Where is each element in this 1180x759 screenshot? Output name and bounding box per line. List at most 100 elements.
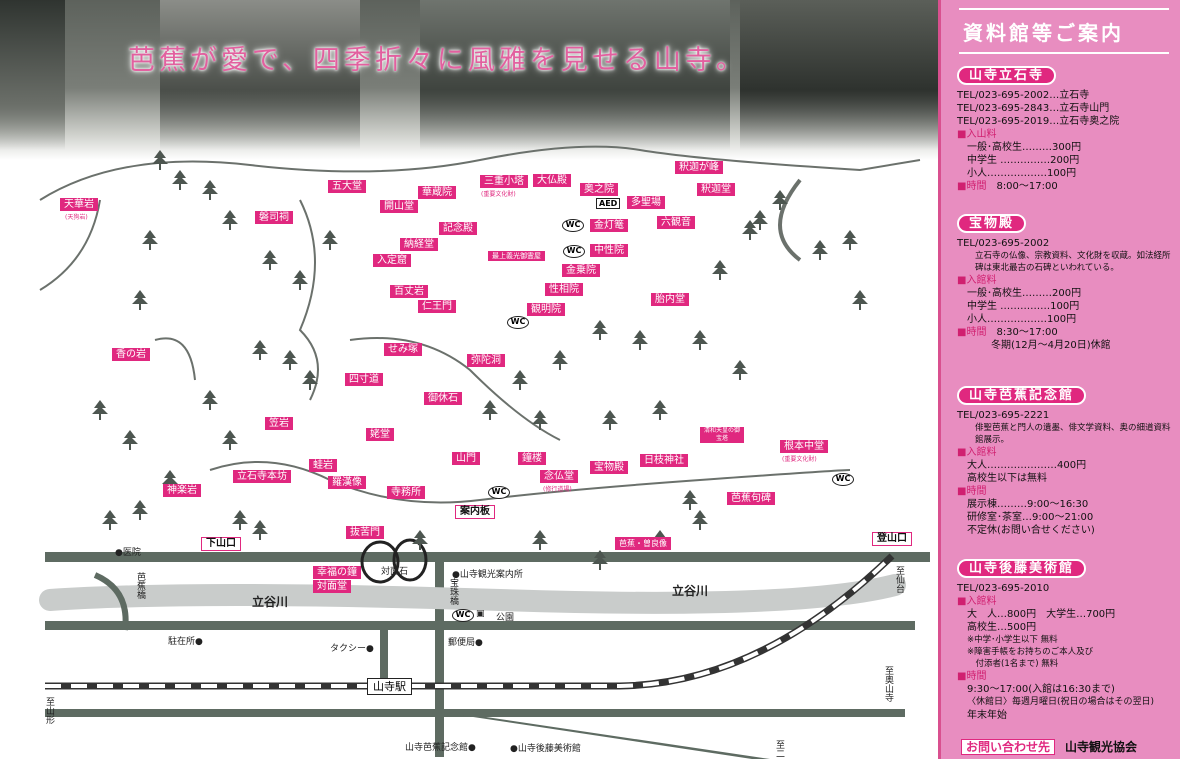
label-bakkumon: 抜苦門 <box>346 526 384 539</box>
taimen-rock <box>392 538 428 582</box>
tree-icon <box>202 180 218 200</box>
fee: 大人…………………400円 <box>967 460 1087 471</box>
panel-title: 資料館等ご案内 <box>963 21 1124 45</box>
label-godaido: 五大堂 <box>328 180 366 193</box>
closed-note: 〈休館日〉毎週月曜日(祝日の場合はその翌日) <box>967 697 1155 707</box>
label-shakado: 釈迦堂 <box>697 183 735 196</box>
label-jimusho: 寺務所 <box>387 486 425 499</box>
tree-icon <box>742 220 758 240</box>
tree-icon <box>532 530 548 550</box>
sign-gezanguchi: 下山口 <box>201 537 241 551</box>
tree-icon <box>322 230 338 250</box>
fee-label: ■入館料 <box>957 275 997 286</box>
tree-icon <box>282 350 298 370</box>
road <box>45 709 905 717</box>
tree-icon <box>222 430 238 450</box>
river-label: 立谷川 <box>252 595 289 609</box>
label-kaisando: 開山堂 <box>380 200 418 213</box>
wc-icon: WC <box>562 219 584 232</box>
note: ※障害手帳をお持ちのご本人及び <box>967 647 1094 657</box>
tree-icon <box>852 290 868 310</box>
road <box>440 712 770 759</box>
taimen-rock <box>360 540 400 584</box>
label-shoro: 鐘楼 <box>518 452 546 465</box>
tree-icon <box>592 320 608 340</box>
label-koufuku: 幸福の鐘 <box>313 566 361 579</box>
label-kasaiwa: 笠岩 <box>265 417 293 430</box>
tree-icon <box>302 370 318 390</box>
river <box>39 574 906 614</box>
label-shisundo: 四寸道 <box>345 373 383 386</box>
tel: TEL/023-695-2002…立石寺 <box>957 90 1090 101</box>
cliff-line <box>39 199 101 291</box>
fee: 小人………………100円 <box>967 168 1077 179</box>
label-kinenden: 記念殿 <box>439 222 477 235</box>
section-goto-museum: 山寺後藤美術館 TEL/023-695-2010 ■入館料 大 人…800円 大… <box>957 559 1173 722</box>
label-kintoro: 金灯篭 <box>590 219 628 232</box>
wc-icon: WC <box>507 316 529 329</box>
label-kaeruiwa: 蛙岩 <box>309 459 337 472</box>
direction-futakuchi: 至二 <box>774 740 784 758</box>
place-goto-museum: ●山寺後藤美術館 <box>510 744 581 754</box>
section-title: 山寺芭蕉記念館 <box>957 386 1087 405</box>
tree-icon <box>132 290 148 310</box>
place-iin: ●医院 <box>115 548 141 558</box>
tree-icon <box>152 150 168 170</box>
sign-annaiban: 案内板 <box>455 505 495 519</box>
place-kanko: ●山寺観光案内所 <box>452 570 523 580</box>
river-label: 立谷川 <box>672 584 709 598</box>
label-chushoin: 中性院 <box>590 244 628 257</box>
tree-icon <box>812 240 828 260</box>
description: 立石寺の仏像、宗教資料、文化財を収蔵。如法経所碑は東北最古の石碑といわれている。 <box>975 251 1171 273</box>
time: 不定休(お問い合せください) <box>967 525 1095 536</box>
photo-banner: 芭蕉が愛で、四季折々に風雅を見せる山寺。 <box>0 0 938 160</box>
label-tenge-sub: (天狗岩) <box>65 214 88 221</box>
label-semizuka: せみ塚 <box>384 343 422 356</box>
place-chuzaisho: 駐在所● <box>168 637 203 647</box>
tree-icon <box>752 210 768 230</box>
section-homotsuden: 宝物殿 TEL/023-695-2002 立石寺の仏像、宗教資料、文化財を収蔵。… <box>957 214 1173 352</box>
fee: 大 人…800円 大学生…700円 <box>967 609 1116 620</box>
tree-icon <box>262 250 278 270</box>
contact-org: 山寺観光協会 <box>1065 740 1138 754</box>
tree-icon <box>592 550 608 570</box>
info-panel: 資料館等ご案内 山寺立石寺 TEL/023-695-2002…立石寺 TEL/0… <box>938 0 1180 759</box>
label-rakan: 羅漢像 <box>328 476 366 489</box>
place-basho-museum: 山寺芭蕉記念館● <box>405 743 476 753</box>
fee: 小人………………100円 <box>967 314 1077 325</box>
place-taimenseki: 対面石 <box>381 567 409 577</box>
label-sanju-sub: (重要文化財) <box>481 191 516 198</box>
fee-label: ■入山料 <box>957 129 997 140</box>
label-hie: 日枝神社 <box>640 454 688 467</box>
path-line <box>209 461 851 504</box>
label-seiwa: 清和天皇の御宝塔 <box>700 427 744 443</box>
contact-label: お問い合わせ先 <box>961 739 1056 755</box>
tree-icon <box>712 260 728 280</box>
place-koen: 公園 <box>496 613 515 623</box>
label-tainaido: 胎内堂 <box>651 293 689 306</box>
path-line <box>349 337 561 441</box>
cliff-line <box>778 178 802 262</box>
label-sanmon: 山門 <box>452 452 480 465</box>
label-nenbutsudo-sub: (修行道場) <box>543 486 572 493</box>
label-shosoin: 性相院 <box>545 283 583 296</box>
direction-sendai: 至仙台 <box>894 566 904 593</box>
tree-icon <box>122 430 138 450</box>
bridge <box>93 572 129 631</box>
section-title: 宝物殿 <box>957 214 1027 233</box>
tree-icon <box>172 170 188 190</box>
time-label: ■時間 <box>957 181 987 192</box>
label-mogami: 最上義光御霊屋 <box>488 251 545 261</box>
tel: TEL/023-695-2002 <box>957 238 1050 249</box>
fee: 一般･高校生………300円 <box>967 142 1082 153</box>
section-title: 山寺後藤美術館 <box>957 559 1087 578</box>
label-kanmyoin: 観明院 <box>527 303 565 316</box>
place-bashobashi: 芭蕉橋 <box>135 572 145 599</box>
wc-icon: WC <box>832 473 854 486</box>
railway-dash <box>45 554 894 688</box>
label-nenbutsudo: 念仏堂 <box>540 470 578 483</box>
fee: 高校生以下は無料 <box>967 473 1047 484</box>
tree-icon <box>602 410 618 430</box>
tree-icon <box>512 370 528 390</box>
tree-icon <box>732 360 748 380</box>
